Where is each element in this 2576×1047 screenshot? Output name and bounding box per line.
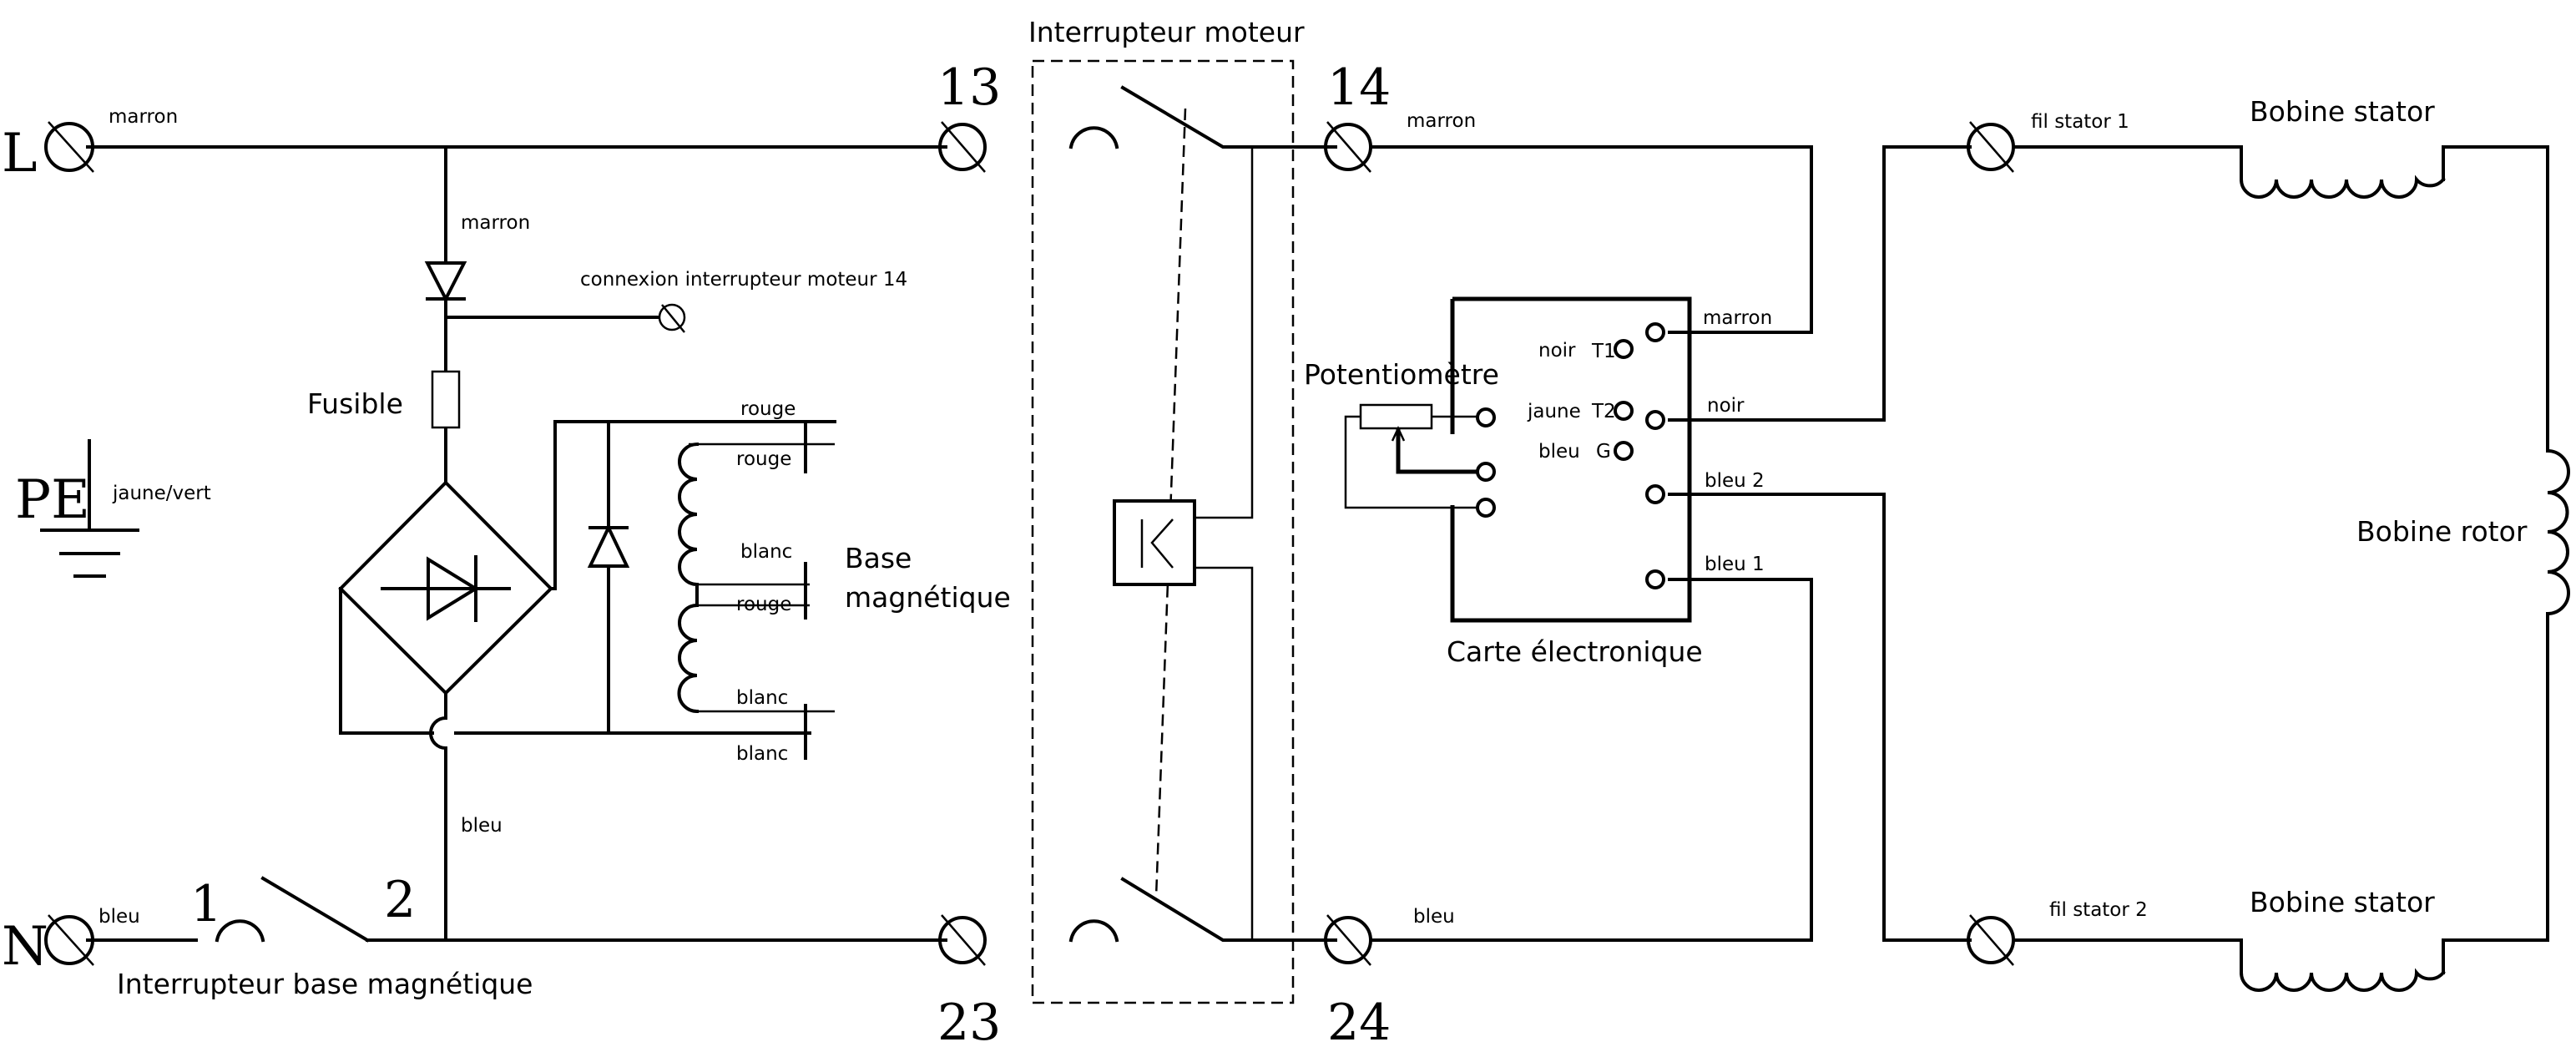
board-pin-noir: noir	[1538, 340, 1576, 362]
wire-label-L-marron: marron	[109, 106, 178, 128]
ground-PE: PE	[15, 439, 139, 578]
terminal-fil-stator-2	[1967, 914, 2015, 966]
wire-label-N-bleu: bleu	[98, 906, 140, 928]
board-pin-t1: T1	[1591, 341, 1616, 362]
fuse-icon	[431, 370, 461, 429]
terminal-1-label: 1	[190, 875, 222, 933]
potentiometer-icon	[1344, 403, 1477, 509]
label-stator-coil-top: Bobine stator	[2250, 95, 2435, 128]
coil-wire-blanc-3: blanc	[736, 743, 788, 765]
board-pin-bleu: bleu	[1538, 441, 1580, 463]
wire-14-to-board	[1369, 145, 1813, 334]
board-pin-bleu-1: bleu 1	[1705, 554, 1765, 575]
terminal-L-label: L	[2, 123, 38, 185]
flyback-diode-icon	[587, 524, 630, 568]
wire-board-bleu-2	[1668, 493, 1972, 942]
terminal-L: L	[2, 121, 94, 185]
wire-label-branch-marron: marron	[461, 212, 530, 234]
terminal-N: N	[2, 914, 94, 978]
stator-coil-bottom-icon	[2012, 612, 2549, 992]
coil-wire-blanc-2: blanc	[736, 687, 788, 709]
diode-icon	[424, 261, 467, 303]
board-pin-marron: marron	[1703, 307, 1772, 329]
connection-terminal-14	[658, 303, 686, 333]
coil-wire-rouge-3: rouge	[736, 594, 791, 615]
terminal-N-label: N	[2, 916, 48, 978]
label-stator-coil-bottom: Bobine stator	[2250, 886, 2435, 918]
board-pin-g: G	[1596, 441, 1611, 463]
label-magnetic-base-2: magnétique	[845, 581, 1011, 614]
wire-crossover	[429, 716, 448, 751]
terminal-2-label: 2	[384, 871, 416, 929]
board-pin-t2: T2	[1591, 401, 1616, 422]
wire-label-14-marron: marron	[1407, 110, 1476, 132]
label-rotor-coil: Bobine rotor	[2356, 515, 2528, 548]
label-board: Carte électronique	[1447, 635, 1703, 668]
label-fuse: Fusible	[307, 387, 403, 420]
rotor-coil-icon	[2545, 448, 2570, 616]
terminal-13	[938, 121, 987, 173]
label-potentiometer: Potentiomètre	[1304, 358, 1499, 391]
terminal-24-label: 24	[1327, 994, 1391, 1047]
label-motor-switch: Interrupteur moteur	[1028, 16, 1305, 48]
wire-label-branch-bleu: bleu	[461, 815, 503, 837]
label-magnetic-base-1: Base	[845, 542, 912, 574]
magnetic-base-coil-icon	[677, 420, 810, 760]
wire-label-PE: jaune/vert	[112, 483, 211, 504]
board-pin-bleu-2: bleu 2	[1705, 470, 1765, 492]
electronic-board	[1450, 296, 1692, 623]
label-base-switch: Interrupteur base magnétique	[117, 968, 533, 1000]
board-pin-jaune: jaune	[1527, 401, 1581, 422]
terminal-PE-label: PE	[15, 469, 90, 531]
wire-board-noir	[1668, 145, 1972, 422]
terminal-23-label: 23	[937, 994, 1001, 1047]
magnetic-base-switch	[215, 876, 370, 943]
terminal-fil-stator-1	[1967, 121, 2015, 173]
terminal-14-label: 14	[1327, 58, 1391, 117]
wire-label-fil-stator-1: fil stator 1	[2031, 111, 2129, 133]
bridge-rectifier-icon	[338, 480, 553, 695]
wire-24-to-board	[1369, 578, 1813, 942]
wire-label-24-bleu: bleu	[1413, 906, 1455, 928]
terminal-13-label: 13	[937, 58, 1001, 117]
coil-wire-rouge-1: rouge	[740, 398, 796, 420]
board-pin-noir-right: noir	[1707, 395, 1745, 417]
main-wires	[86, 145, 947, 942]
coil-wire-rouge-2: rouge	[736, 448, 791, 470]
terminal-23	[938, 914, 987, 966]
wire-label-fil-stator-2: fil stator 2	[2049, 899, 2148, 921]
coil-wire-blanc-1: blanc	[740, 541, 792, 563]
stator-coil-top-icon	[2012, 145, 2549, 453]
motor-switch	[1031, 59, 1337, 1004]
label-motor-switch-connection: connexion interrupteur moteur 14	[580, 269, 907, 291]
